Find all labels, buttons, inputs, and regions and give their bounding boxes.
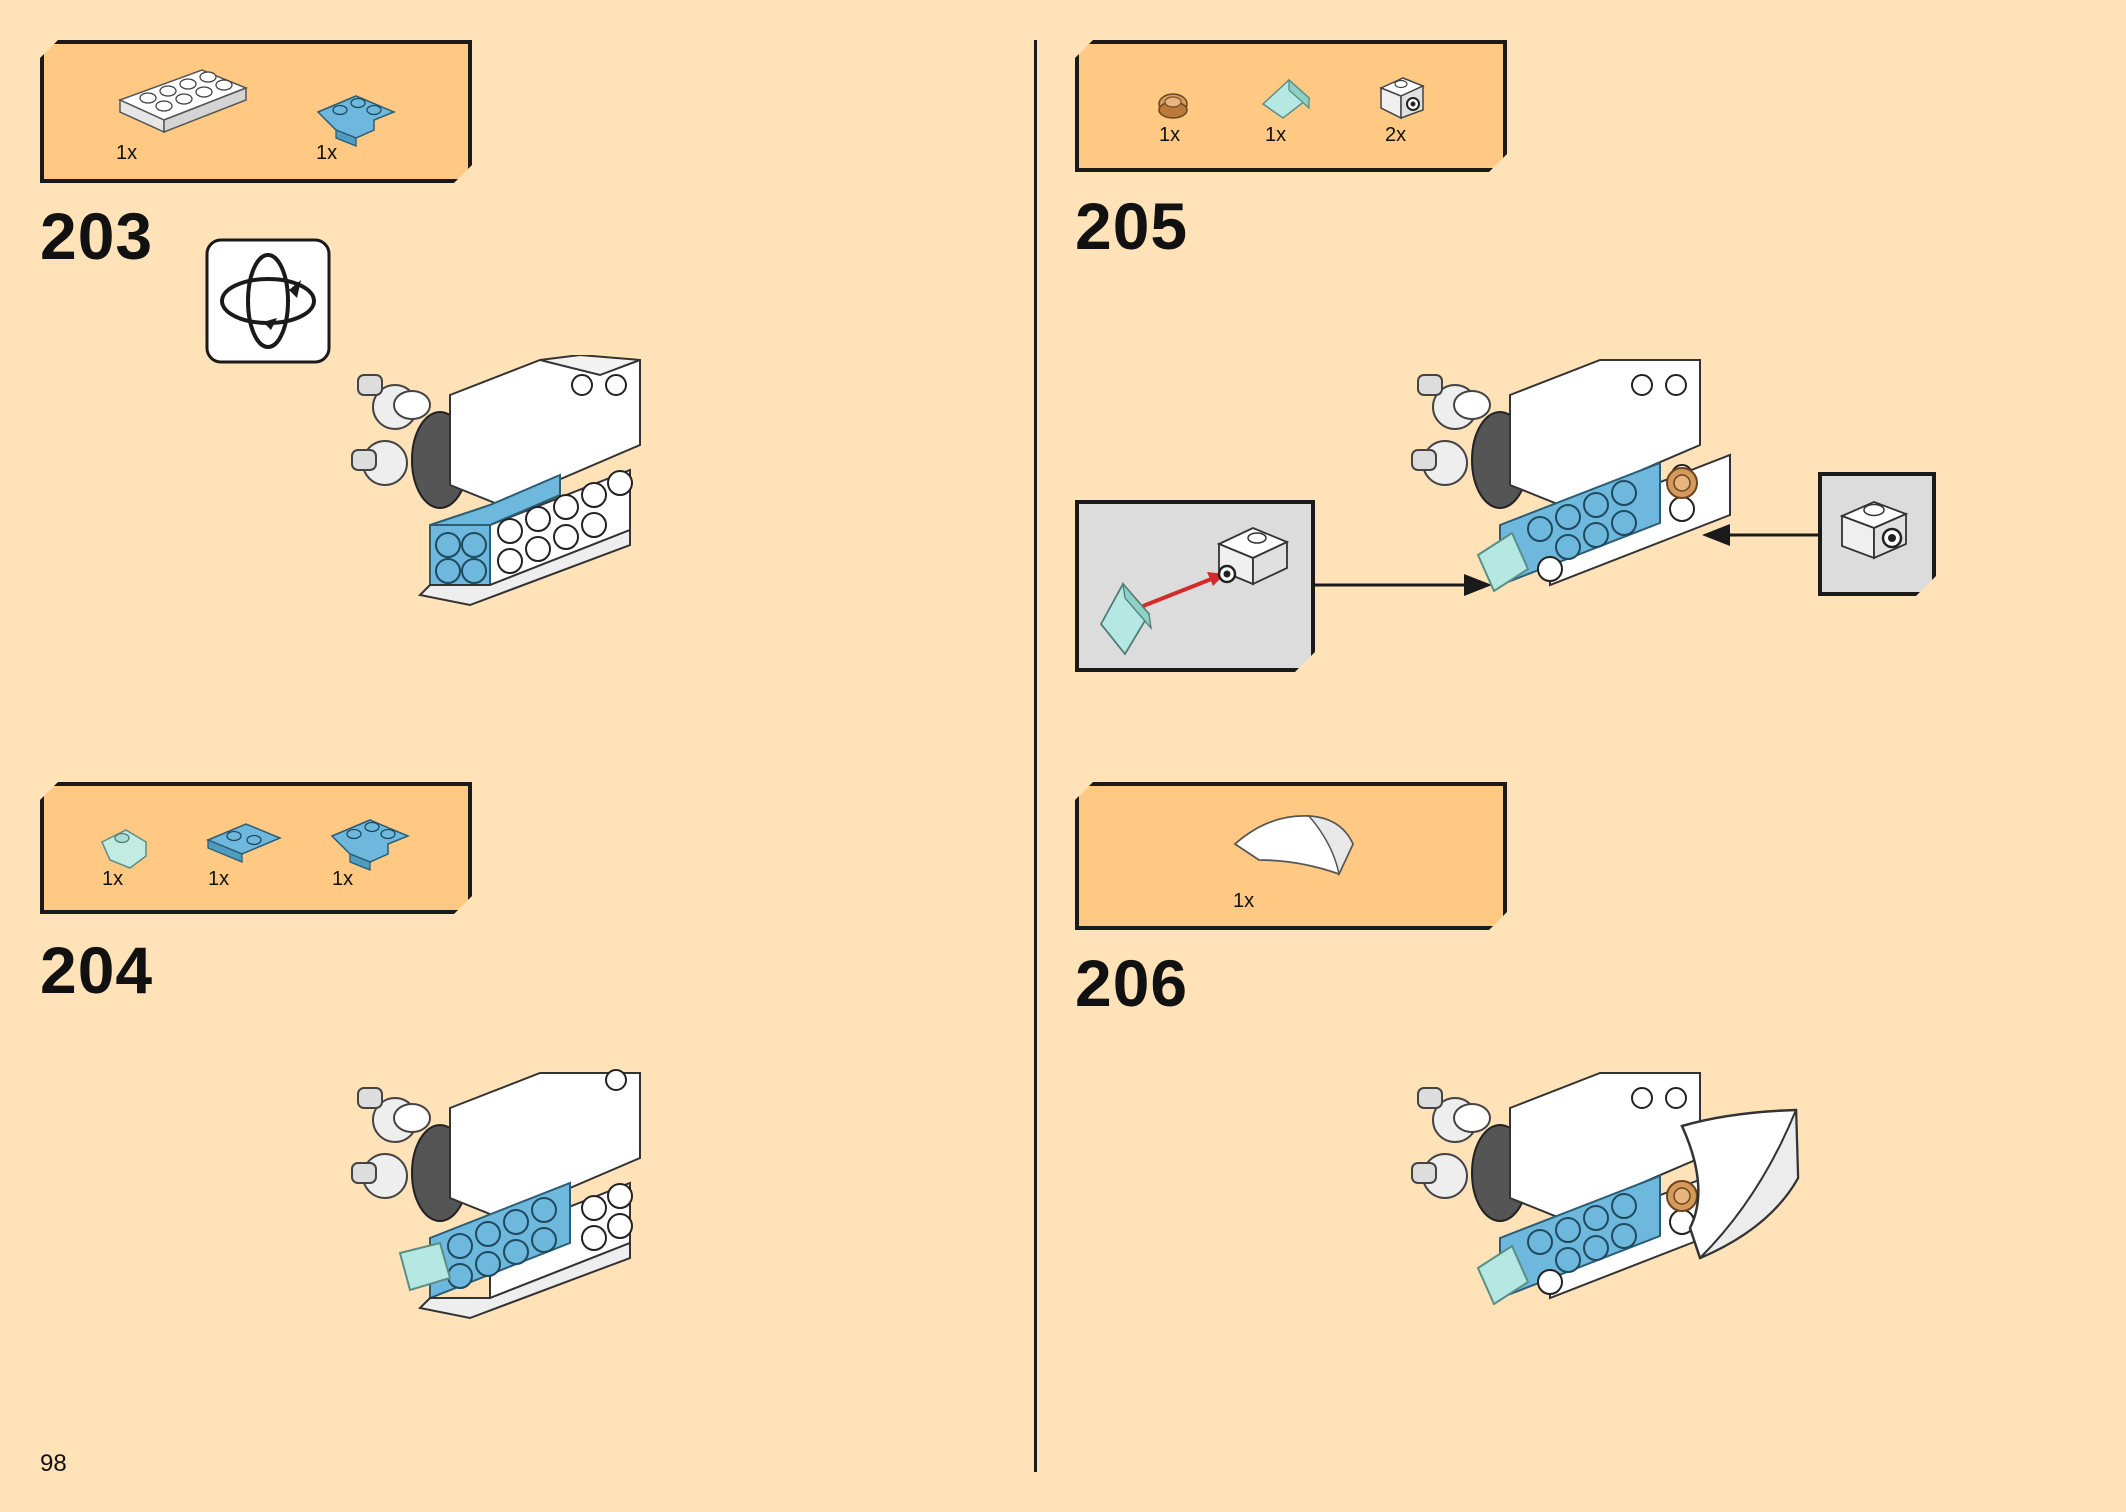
part-qty: 1x [102,868,124,890]
step-number: 203 [40,199,154,273]
part-qty: 1x [316,142,338,164]
white-bracket-icon [1822,476,1932,592]
gold-round-tile-icon [1155,88,1191,122]
white-curved-wedge-icon [1229,804,1359,884]
page-divider [1034,40,1037,1472]
rotate-model-icon [205,238,331,364]
trans-clear-slope-icon [1259,74,1313,124]
subassembly-callout [1075,500,1315,672]
model-assembly-206 [1411,1072,1800,1306]
blue-corner-plate-icon [328,812,418,872]
bracket-callout [1818,472,1936,596]
part-qty: 1x [1159,124,1181,146]
parts-box-step-204: 1x 1x 1x [40,782,472,914]
parts-box-step-205: 1x 1x 2x [1075,40,1507,172]
part-qty: 1x [1265,124,1287,146]
placement-arrow [1702,524,1822,546]
model-assembly-205 [1411,359,1731,593]
white-bracket-icon [1377,72,1431,126]
step-number: 205 [1075,189,1189,263]
model-assembly-203 [351,355,641,607]
part-qty: 1x [208,868,230,890]
parts-box-step-203: 1x 1x [40,40,472,183]
step-number: 204 [40,933,154,1007]
part-qty: 1x [116,142,138,164]
part-qty: 1x [1233,890,1255,912]
page-number: 98 [40,1450,67,1477]
parts-box-step-206: 1x [1075,782,1507,930]
blue-corner-plate-icon [314,88,404,148]
trans-clear-tooth-plate-icon [96,816,156,876]
blue-plate-1x2-icon [204,816,284,866]
placement-arrow [1314,574,1492,596]
subassembly-diagram [1079,504,1311,668]
model-assembly-204 [351,1069,641,1320]
part-qty: 1x [332,868,354,890]
part-qty: 2x [1385,124,1407,146]
white-plate-2x4-icon [114,58,254,138]
step-number: 206 [1075,946,1189,1020]
